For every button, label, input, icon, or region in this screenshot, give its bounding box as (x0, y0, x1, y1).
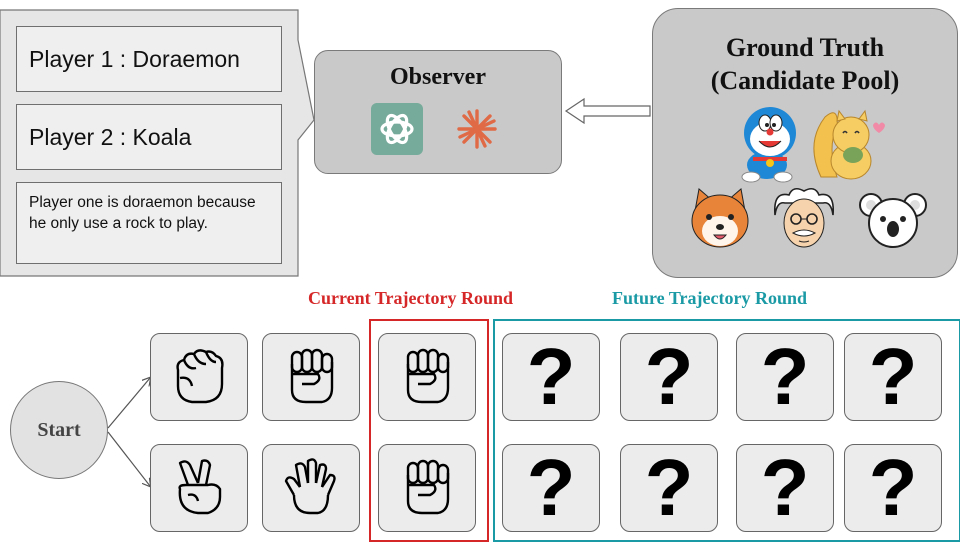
paper-hand-icon (284, 458, 336, 515)
scissors-hand-icon (178, 459, 222, 515)
squirrel-avatar (813, 109, 885, 180)
koala-avatar (859, 193, 927, 248)
einstein-avatar (773, 187, 835, 248)
future-round-label: Future Trajectory Round (612, 288, 807, 308)
ground-truth-box: Ground Truth (Candidate Pool) (652, 8, 958, 278)
shiba-dog-avatar (691, 188, 749, 248)
openai-icon (371, 103, 423, 155)
reasoning-text: Player one is doraemon because he only u… (16, 182, 282, 264)
fist-icon (406, 459, 450, 515)
player2-round3-move (378, 444, 476, 532)
future-move-unknown: ? (844, 444, 942, 532)
current-round-frame (369, 319, 489, 542)
start-branch-arrows (107, 370, 156, 494)
future-move-unknown: ? (844, 333, 942, 421)
player1-guess: Player 1 : Doraemon (16, 26, 282, 92)
player2-round2-move (262, 444, 360, 532)
player1-round3-move (378, 333, 476, 421)
doraemon-avatar (741, 107, 796, 183)
player2-guess: Player 2 : Koala (16, 104, 282, 170)
future-move-unknown: ? (502, 333, 600, 421)
fist-icon (290, 348, 334, 404)
fist-icon (406, 348, 450, 404)
player1-round2-move (262, 333, 360, 421)
current-round-label: Current Trajectory Round (308, 288, 513, 308)
player2-round1-move (150, 444, 248, 532)
player1-round1-move (150, 333, 248, 421)
future-move-unknown: ? (620, 444, 718, 532)
claude-icon (451, 103, 503, 155)
pool-to-observer-arrow (564, 97, 651, 125)
future-move-unknown: ? (736, 333, 834, 421)
future-move-unknown: ? (736, 444, 834, 532)
observer-box: Observer (314, 50, 562, 174)
observer-title: Observer (390, 64, 486, 90)
future-move-unknown: ? (620, 333, 718, 421)
candidate-pool-subtitle: (Candidate Pool) (710, 66, 900, 95)
start-node: Start (10, 381, 108, 479)
future-move-unknown: ? (502, 444, 600, 532)
rock-fist-icon (176, 349, 224, 404)
ground-truth-title: Ground Truth (725, 33, 885, 62)
